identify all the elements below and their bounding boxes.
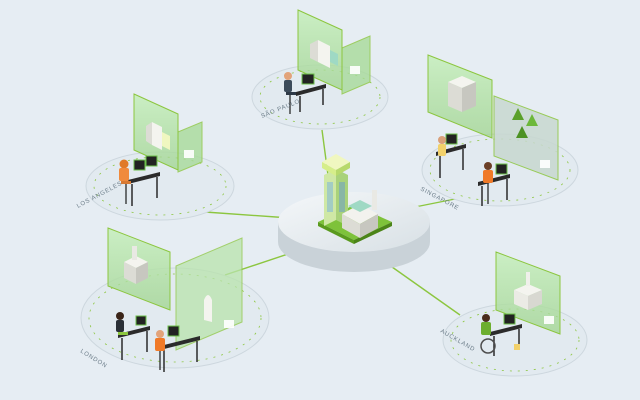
monitor-icon xyxy=(301,73,315,85)
person-icon xyxy=(116,312,128,335)
monitor-icon xyxy=(167,325,180,337)
connector-auckland xyxy=(384,261,461,316)
building-model-icon xyxy=(146,122,170,150)
person-icon xyxy=(483,162,493,204)
workstation xyxy=(284,72,326,114)
building-model-icon xyxy=(448,76,476,112)
tree-model-icon xyxy=(512,108,538,138)
office-label-london: LONDON xyxy=(79,349,108,370)
workstation xyxy=(116,312,200,372)
shopping-bag xyxy=(514,344,520,350)
workstation xyxy=(119,155,160,206)
connector-los-angeles xyxy=(204,211,291,219)
desk-icon xyxy=(224,320,234,328)
office-auckland: AUCKLAND xyxy=(439,251,588,377)
office-singapore: SINGAPORE xyxy=(419,54,579,212)
hologram-panel xyxy=(107,227,243,351)
workstation xyxy=(480,313,522,356)
monitor-icon xyxy=(135,315,147,326)
desk-icon xyxy=(184,150,194,158)
hologram-panel xyxy=(427,54,559,181)
desk-icon xyxy=(540,160,550,168)
person-icon xyxy=(480,314,496,354)
wheelchair-wheel xyxy=(480,338,496,354)
person-icon xyxy=(155,330,165,370)
person-icon xyxy=(438,136,446,156)
building-model-icon xyxy=(514,272,542,310)
desk-icon xyxy=(296,84,326,96)
tower-model xyxy=(204,295,212,322)
person-icon xyxy=(284,72,296,114)
central-building-hub xyxy=(278,154,430,272)
monitor-icon xyxy=(503,313,516,325)
desk-icon xyxy=(350,66,360,74)
building-model-icon xyxy=(124,246,148,284)
hologram-panel xyxy=(297,9,371,95)
workstation xyxy=(436,133,510,206)
monitor-icon xyxy=(445,133,458,145)
desk-icon xyxy=(544,316,554,324)
building-model-icon xyxy=(310,40,338,68)
desk-icon xyxy=(128,172,160,184)
office-sao-paulo: SÃO PAULO xyxy=(251,9,389,130)
person-icon xyxy=(119,159,131,204)
office-london: LONDON xyxy=(79,227,270,372)
desk-icon xyxy=(490,324,522,336)
hologram-panel xyxy=(133,93,203,173)
desk-icon xyxy=(160,336,200,350)
building-model-icon xyxy=(322,154,378,238)
monitor-icon xyxy=(495,163,508,175)
monitor-icon xyxy=(145,155,158,167)
monitor-icon xyxy=(133,159,146,171)
office-los-angeles: LOS ANGELES xyxy=(76,93,235,221)
